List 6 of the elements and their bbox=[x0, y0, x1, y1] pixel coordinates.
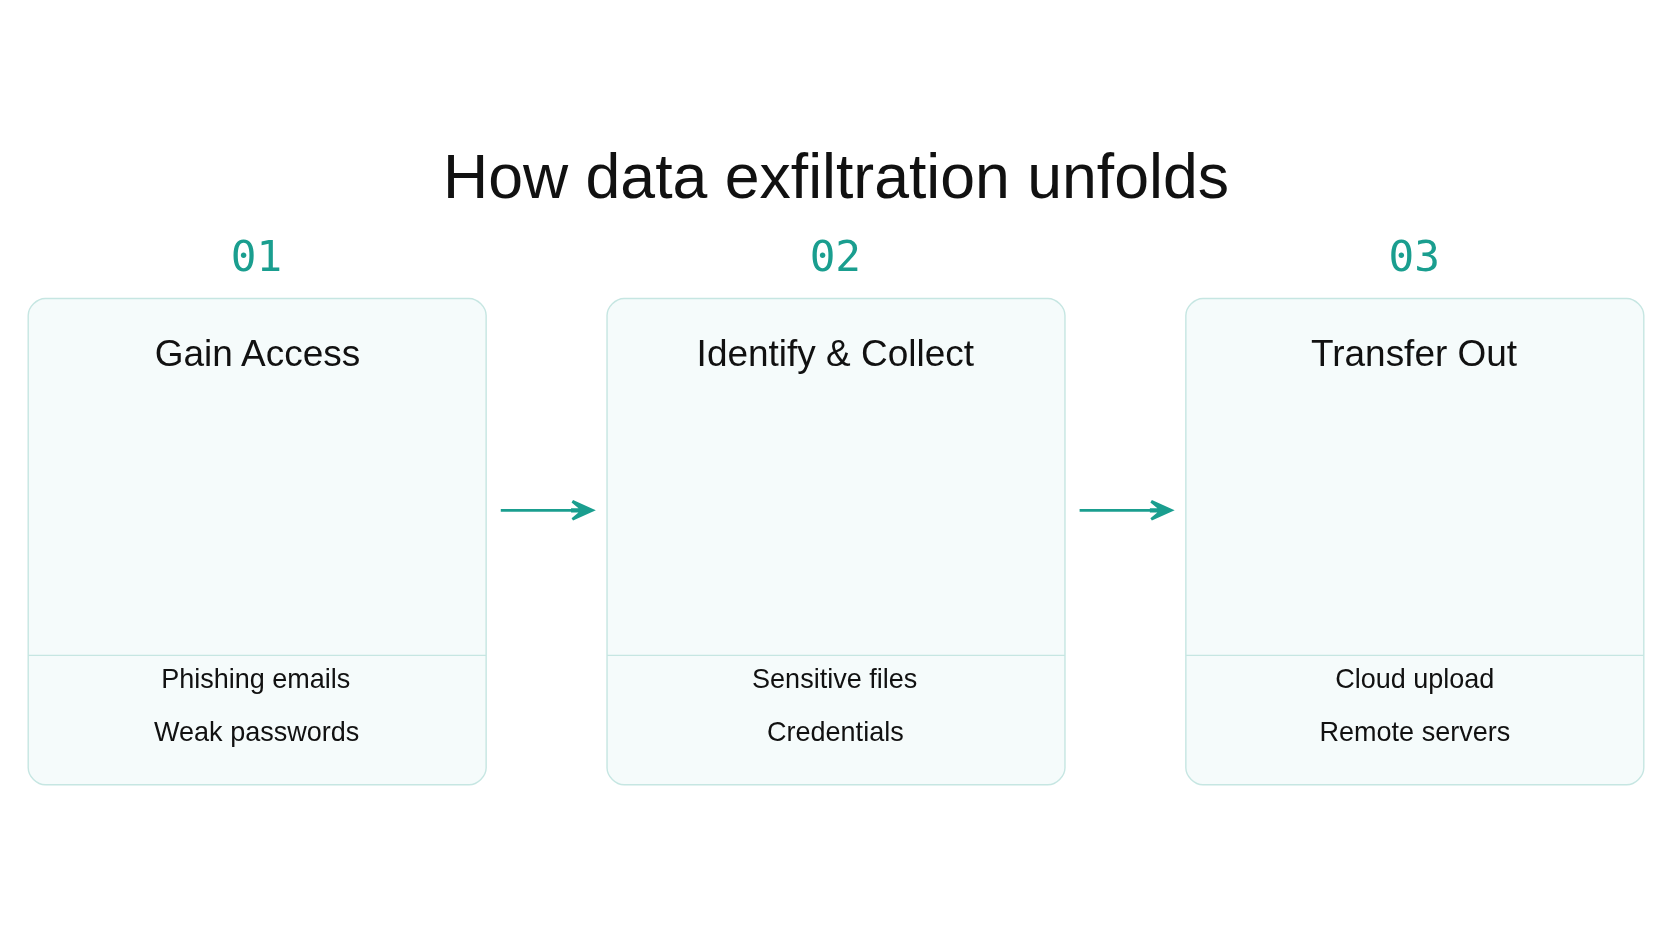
node-label: 01 bbox=[230, 231, 283, 282]
arrow bbox=[1079, 499, 1173, 521]
node-label: 02 bbox=[809, 231, 862, 282]
diagram-title: How data exfiltration unfolds bbox=[443, 141, 1229, 212]
node-label: 03 bbox=[1388, 231, 1440, 282]
arrow bbox=[500, 499, 594, 521]
